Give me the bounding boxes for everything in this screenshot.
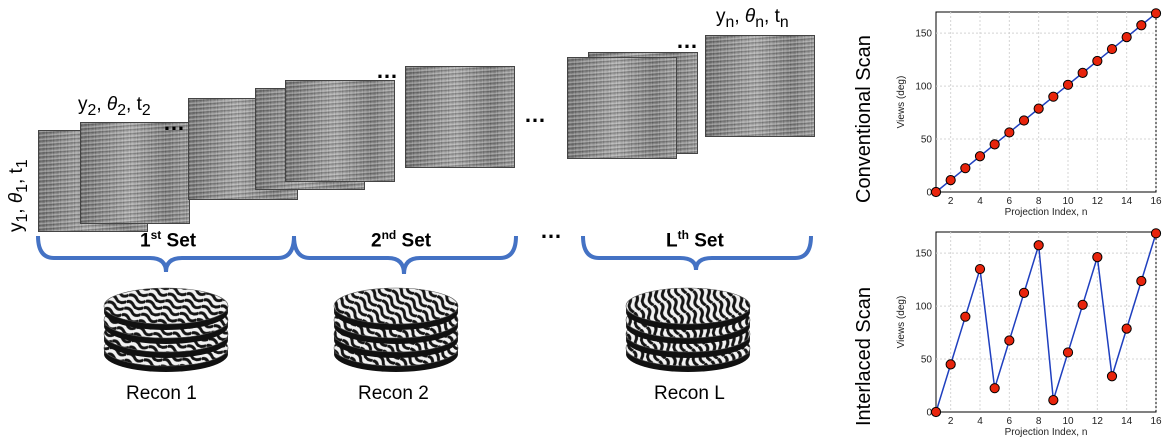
- x-tick-label: 2: [948, 196, 954, 207]
- x-axis-label: Projection Index, n: [1005, 207, 1088, 218]
- data-point: [1121, 32, 1132, 43]
- ellipsis: …: [676, 28, 699, 53]
- brace-set-1: [36, 235, 296, 273]
- x-tick-label: 16: [1150, 196, 1162, 207]
- data-point: [1018, 287, 1030, 298]
- ellipsis: …: [376, 58, 399, 83]
- set-label-2: 2nd Set: [371, 228, 432, 252]
- x-tick-label: 14: [1121, 196, 1133, 207]
- brace-set-2: [292, 235, 518, 275]
- x-tick-label: 8: [1036, 416, 1042, 427]
- y-tick-label: 100: [915, 82, 932, 93]
- ellipsis: …: [163, 110, 186, 135]
- data-point: [960, 163, 971, 174]
- data-point: [960, 311, 971, 322]
- set-braces: [36, 235, 813, 275]
- x-tick-label: 2: [948, 416, 954, 427]
- recon-label-1: Recon 1: [126, 383, 197, 404]
- x-tick-label: 4: [977, 416, 983, 427]
- x-tick-label: 12: [1092, 416, 1104, 427]
- y-tick-label: 100: [915, 302, 932, 313]
- y-tick-label: 50: [921, 135, 933, 146]
- y-tick-label: 150: [915, 29, 932, 40]
- data-point: [1092, 55, 1103, 67]
- data-point: [1062, 347, 1074, 358]
- recon-stack-1: [103, 287, 229, 372]
- data-point: [974, 151, 986, 162]
- x-tick-label: 6: [1007, 416, 1013, 427]
- series-line: [935, 233, 1157, 413]
- x-tick-label: 16: [1150, 416, 1162, 427]
- data-point: [1077, 67, 1088, 78]
- y-axis-label: Views (deg): [896, 76, 907, 129]
- recon-label-2: Recon 2: [358, 383, 429, 404]
- recon-stack-L: [625, 287, 751, 372]
- series-line: [935, 12, 1157, 193]
- data-point: [1077, 299, 1088, 310]
- projection-image: [567, 57, 677, 159]
- data-point: [974, 263, 986, 275]
- data-point: [1150, 228, 1162, 239]
- data-point: [1004, 335, 1015, 346]
- x-tick-label: 4: [977, 196, 983, 207]
- set-label-1: 1st Set: [140, 228, 197, 252]
- chart-title-interlaced: Interlaced Scan: [853, 287, 875, 426]
- ellipsis: …: [540, 218, 563, 243]
- projection-stack-diagram: y1, θ1, t1 y2, θ2, t2 yn, θn, tn … … … ……: [6, 6, 815, 404]
- x-tick-label: 14: [1121, 416, 1133, 427]
- y-tick-label: 50: [921, 355, 933, 366]
- data-point: [1106, 43, 1118, 55]
- x-tick-label: 10: [1062, 416, 1074, 427]
- data-point: [1033, 240, 1044, 251]
- data-point: [1004, 127, 1015, 138]
- recon-label-L: Recon L: [654, 383, 725, 404]
- x-axis-label: Projection Index, n: [1005, 427, 1088, 438]
- data-point: [1092, 252, 1103, 263]
- projection-label-second: y2, θ2, t2: [78, 94, 151, 119]
- x-tick-label: 12: [1092, 196, 1104, 207]
- data-point: [930, 406, 942, 418]
- data-point: [989, 383, 1000, 394]
- ellipsis: …: [524, 102, 547, 127]
- brace-set-L: [581, 235, 813, 271]
- data-point: [1048, 91, 1059, 102]
- y-tick-label: 0: [926, 188, 932, 199]
- data-point: [1106, 371, 1118, 382]
- set-label-L: Lth Set: [666, 228, 724, 252]
- projection-image: [705, 35, 815, 137]
- recon-stack-2: [333, 287, 459, 372]
- data-point: [1033, 103, 1044, 114]
- projection-image: [405, 66, 515, 168]
- data-point: [1136, 20, 1147, 31]
- data-point: [989, 139, 1000, 150]
- chart-title-conventional: Conventional Scan: [853, 35, 875, 203]
- data-point: [945, 359, 956, 370]
- data-point: [1136, 275, 1147, 287]
- data-point: [1150, 8, 1162, 19]
- y-tick-label: 0: [926, 408, 932, 419]
- projection-image: [285, 80, 395, 182]
- y-tick-label: 150: [915, 249, 932, 260]
- x-tick-label: 6: [1007, 196, 1013, 207]
- x-tick-label: 10: [1062, 196, 1074, 207]
- x-tick-label: 8: [1036, 196, 1042, 207]
- data-point: [1048, 394, 1059, 406]
- y-axis-label: Views (deg): [896, 296, 907, 349]
- data-point: [930, 186, 942, 198]
- projection-label-nth: yn, θn, tn: [716, 6, 789, 31]
- data-point: [1121, 323, 1132, 334]
- data-point: [1018, 115, 1030, 126]
- data-point: [1062, 79, 1074, 90]
- data-point: [945, 174, 956, 186]
